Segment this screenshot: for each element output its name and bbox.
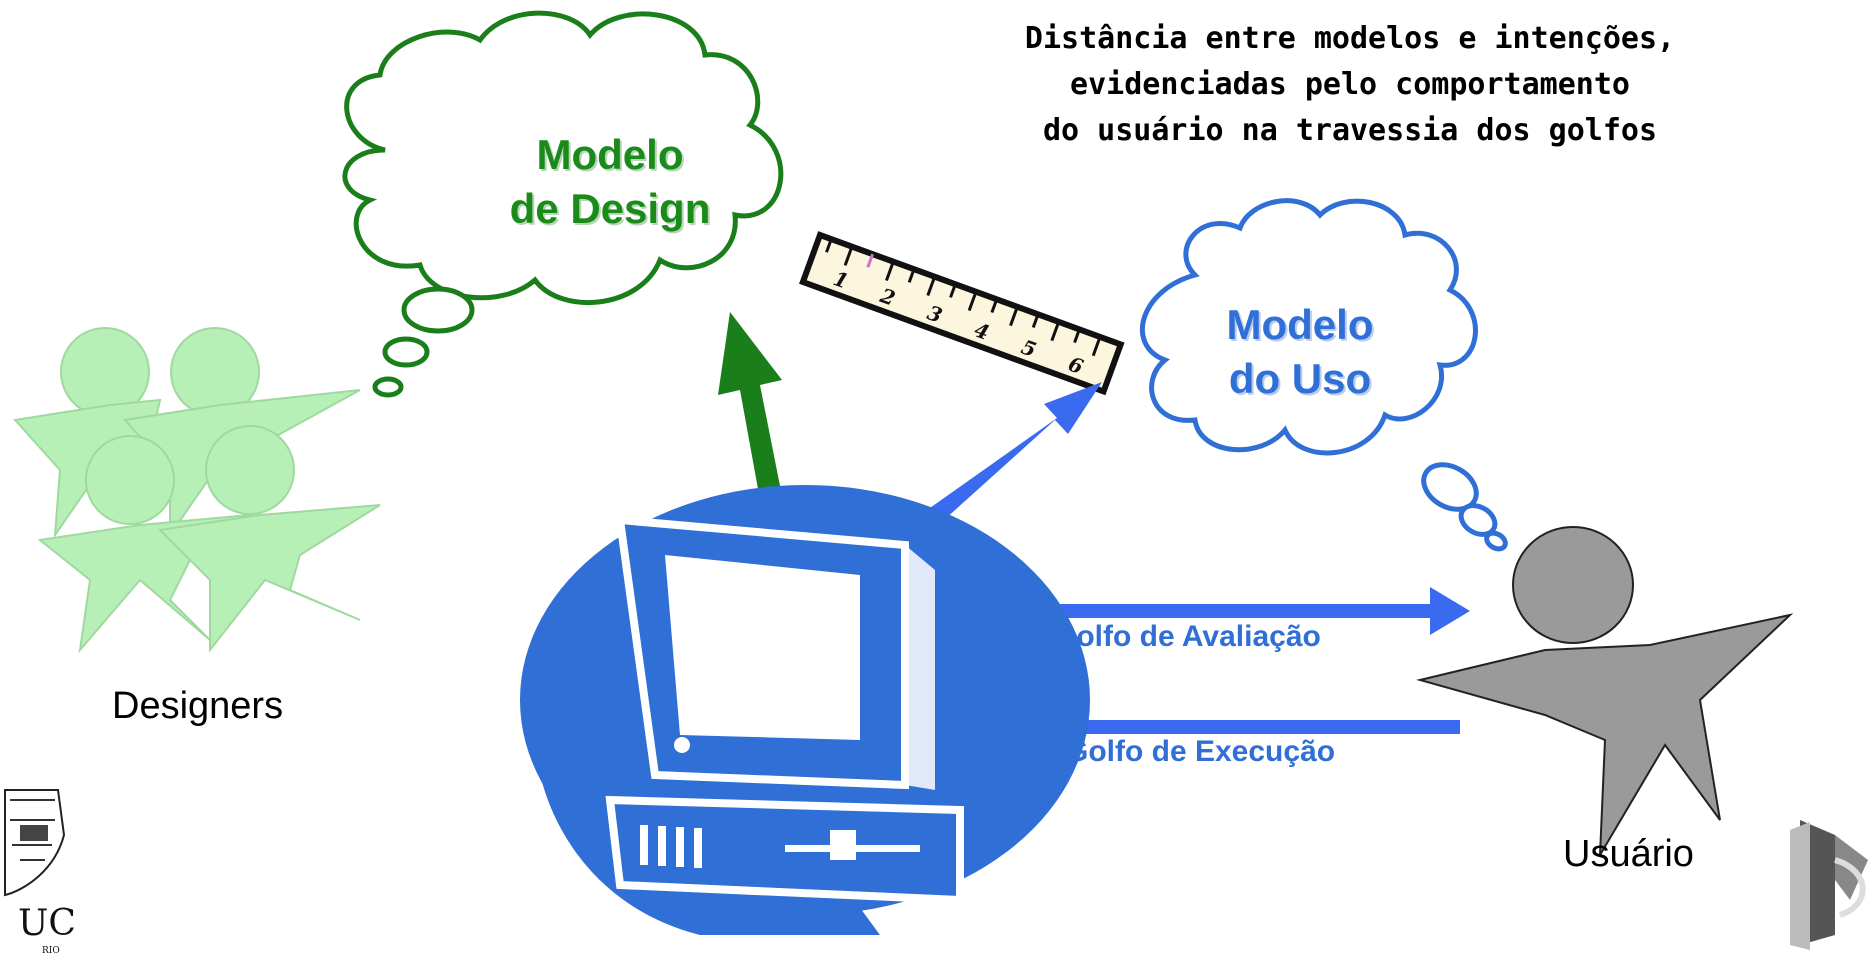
design-cloud-bubble-3 [372,376,404,398]
ruler-tick [1091,336,1102,357]
design-arrow [718,312,782,500]
keyboard-cable [547,857,602,945]
heading-line-1: Distância entre modelos e intenções, [1024,21,1676,56]
computer-clipart [520,485,1090,945]
base-slot-1 [640,825,648,865]
ruler-tick [1031,313,1040,329]
puc-logo-text: UC [18,903,76,944]
design-cloud-bubble-1 [401,286,475,334]
design-cloud-bubble-2 [382,336,430,368]
gulf-avaliacao-label: Golfo de Avaliação [1053,620,1321,653]
ruler-tick [885,261,895,281]
ruler-tick [1050,321,1061,342]
ruler-tick [926,276,937,297]
monitor-screen [665,555,860,740]
uso-cloud-bubble-2 [1458,503,1498,537]
uso-cloud-bubble-3 [1484,530,1508,552]
diagram-heading: Distância entre modelos e intenções, evi… [920,16,1780,154]
gulf-execucao-arrow [1000,703,1460,751]
uso-cloud-bubble-1 [1421,462,1479,512]
gulf-avaliacao-arrow [1010,587,1470,635]
design-cloud-shape [342,10,784,306]
uso-cloud-shape [1139,198,1478,456]
ruler-tick [1073,328,1081,344]
uso-thought-cloud [1139,198,1508,552]
ruler-tick [825,238,833,253]
puc-logo-sub: RIO [42,946,60,953]
uso-cloud-line-1: Modelo [1226,301,1374,348]
designers-label: Designers [112,685,284,727]
heading-line-2: evidenciadas pelo comportamento [1070,67,1630,102]
design-cloud-label: Modelo de Design [455,128,765,236]
heading-line-3: do usuário na travessia dos golfos [1042,113,1658,148]
ruler-tick [843,246,854,266]
design-thought-cloud [342,10,784,398]
design-cloud-line-2: de Design [509,185,711,232]
ip-logo [1790,820,1868,950]
ruler-tick [1009,306,1019,327]
monitor-edge [905,545,935,790]
uso-cloud-label: Modelo do Uso [1185,298,1415,406]
drive-knob [830,830,856,860]
design-cloud-line-1: Modelo [536,131,684,178]
power-led [674,737,690,753]
puc-logo: UC RIO [4,789,76,956]
usuario-label: Usuário [1563,833,1694,875]
base-slot-3 [676,827,684,867]
ruler-tick [866,253,875,268]
base-slot-4 [694,828,702,868]
usuario-figure [1416,526,1794,856]
uso-arrow [920,382,1102,529]
gulf-execucao-label: Golfo de Execução [1065,735,1336,768]
base-slot-2 [658,826,666,866]
ruler-tick [990,298,999,313]
ruler-tick [907,268,916,283]
designers-figures [13,327,381,654]
ruler-tick [967,291,978,312]
designer-figure-4 [157,425,381,653]
ruler-tick [949,283,957,298]
uso-cloud-line-2: do Uso [1228,355,1372,402]
